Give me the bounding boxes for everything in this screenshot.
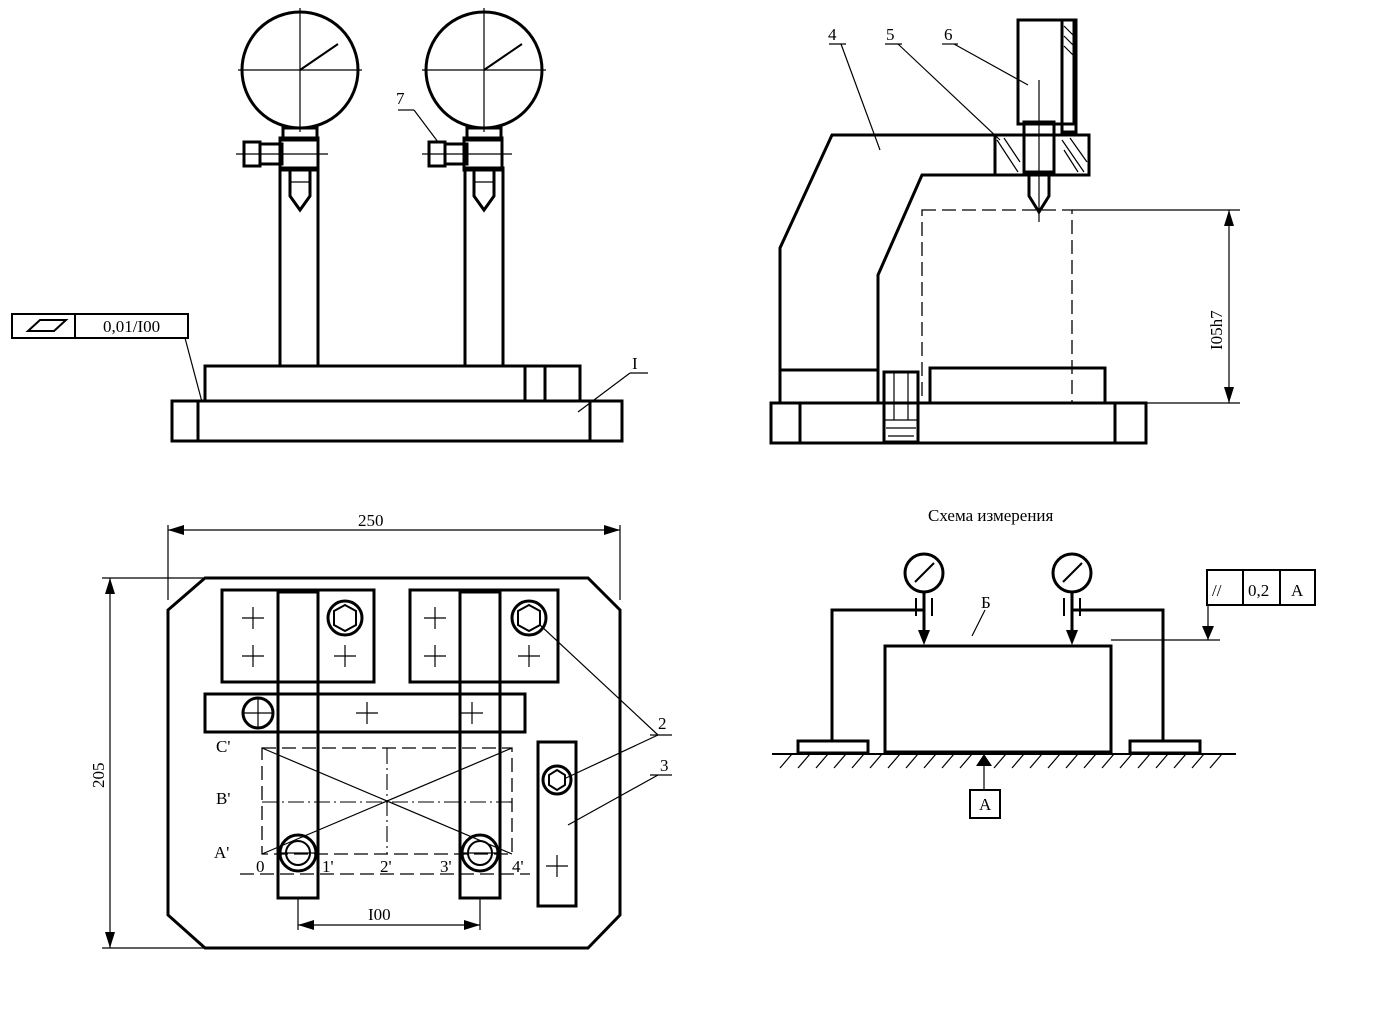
dimension-width: 250 <box>358 511 384 530</box>
side-view: 4 5 6 I05h7 <box>769 18 1240 445</box>
plan-plate <box>166 576 622 950</box>
dimension-depth: 205 <box>89 763 108 789</box>
clamp <box>993 133 1091 177</box>
dial-indicator-right <box>422 8 546 213</box>
col-label-1: 1' <box>322 857 334 876</box>
workpiece-block <box>928 366 1107 405</box>
measure-point-icon <box>460 833 500 873</box>
measure-point-icon <box>278 833 318 873</box>
ground-hatch <box>779 753 1223 769</box>
scheme-workpiece <box>883 644 1113 754</box>
row-label-c: C' <box>216 737 230 756</box>
dimension-pitch: I00 <box>368 905 391 924</box>
upper-block <box>203 364 582 403</box>
column-right <box>463 166 505 368</box>
side-base <box>769 401 1148 445</box>
callout-1: I <box>632 354 638 373</box>
row-label-a: A' <box>214 843 229 862</box>
surface-label: Б <box>981 593 991 612</box>
row-label-b: B' <box>216 789 230 808</box>
bracket <box>778 133 997 403</box>
col-label-0: 0 <box>256 857 265 876</box>
base-plate <box>170 399 624 443</box>
col-label-3: 3' <box>440 857 452 876</box>
callout-2: 2 <box>658 714 667 733</box>
callout-3: 3 <box>660 756 669 775</box>
parallel-value: 0,2 <box>1248 581 1269 600</box>
callout-6: 6 <box>944 25 953 44</box>
callout-5: 5 <box>886 25 895 44</box>
datum-triangle-icon <box>976 754 992 766</box>
scheme-title: Схема измерения <box>928 506 1054 525</box>
flatness-icon <box>25 319 69 332</box>
dial-indicator-left <box>236 8 362 213</box>
gauge-icon <box>903 552 945 645</box>
flatness-value: 0,01/I00 <box>103 317 160 336</box>
gauge-icon <box>1051 552 1093 645</box>
datum-box <box>969 789 1001 819</box>
bolt-icon <box>326 599 364 637</box>
front-view: 7 I 0,01/I00 <box>11 8 648 443</box>
callout-7: 7 <box>396 89 405 108</box>
datum-label: A <box>979 795 992 814</box>
dimension-height: I05h7 <box>1207 310 1226 350</box>
workpiece-outline <box>921 209 1073 404</box>
col-label-2: 2' <box>380 857 392 876</box>
plan-view: 250 205 <box>89 511 672 950</box>
flatness-tolerance-frame: 0,01/I00 <box>11 313 203 403</box>
col-label-4: 4' <box>512 857 524 876</box>
parallelism-tolerance-frame: // 0,2 A <box>1111 569 1316 641</box>
parallel-datum: A <box>1291 581 1304 600</box>
indicator-body <box>1016 18 1076 126</box>
callout-4: 4 <box>828 25 837 44</box>
bar-3 <box>536 740 578 908</box>
column-left <box>278 166 320 368</box>
bolt-icon <box>510 599 548 637</box>
parallel-symbol: // <box>1212 581 1222 600</box>
measurement-scheme: Схема измерения Б <box>772 506 1316 819</box>
